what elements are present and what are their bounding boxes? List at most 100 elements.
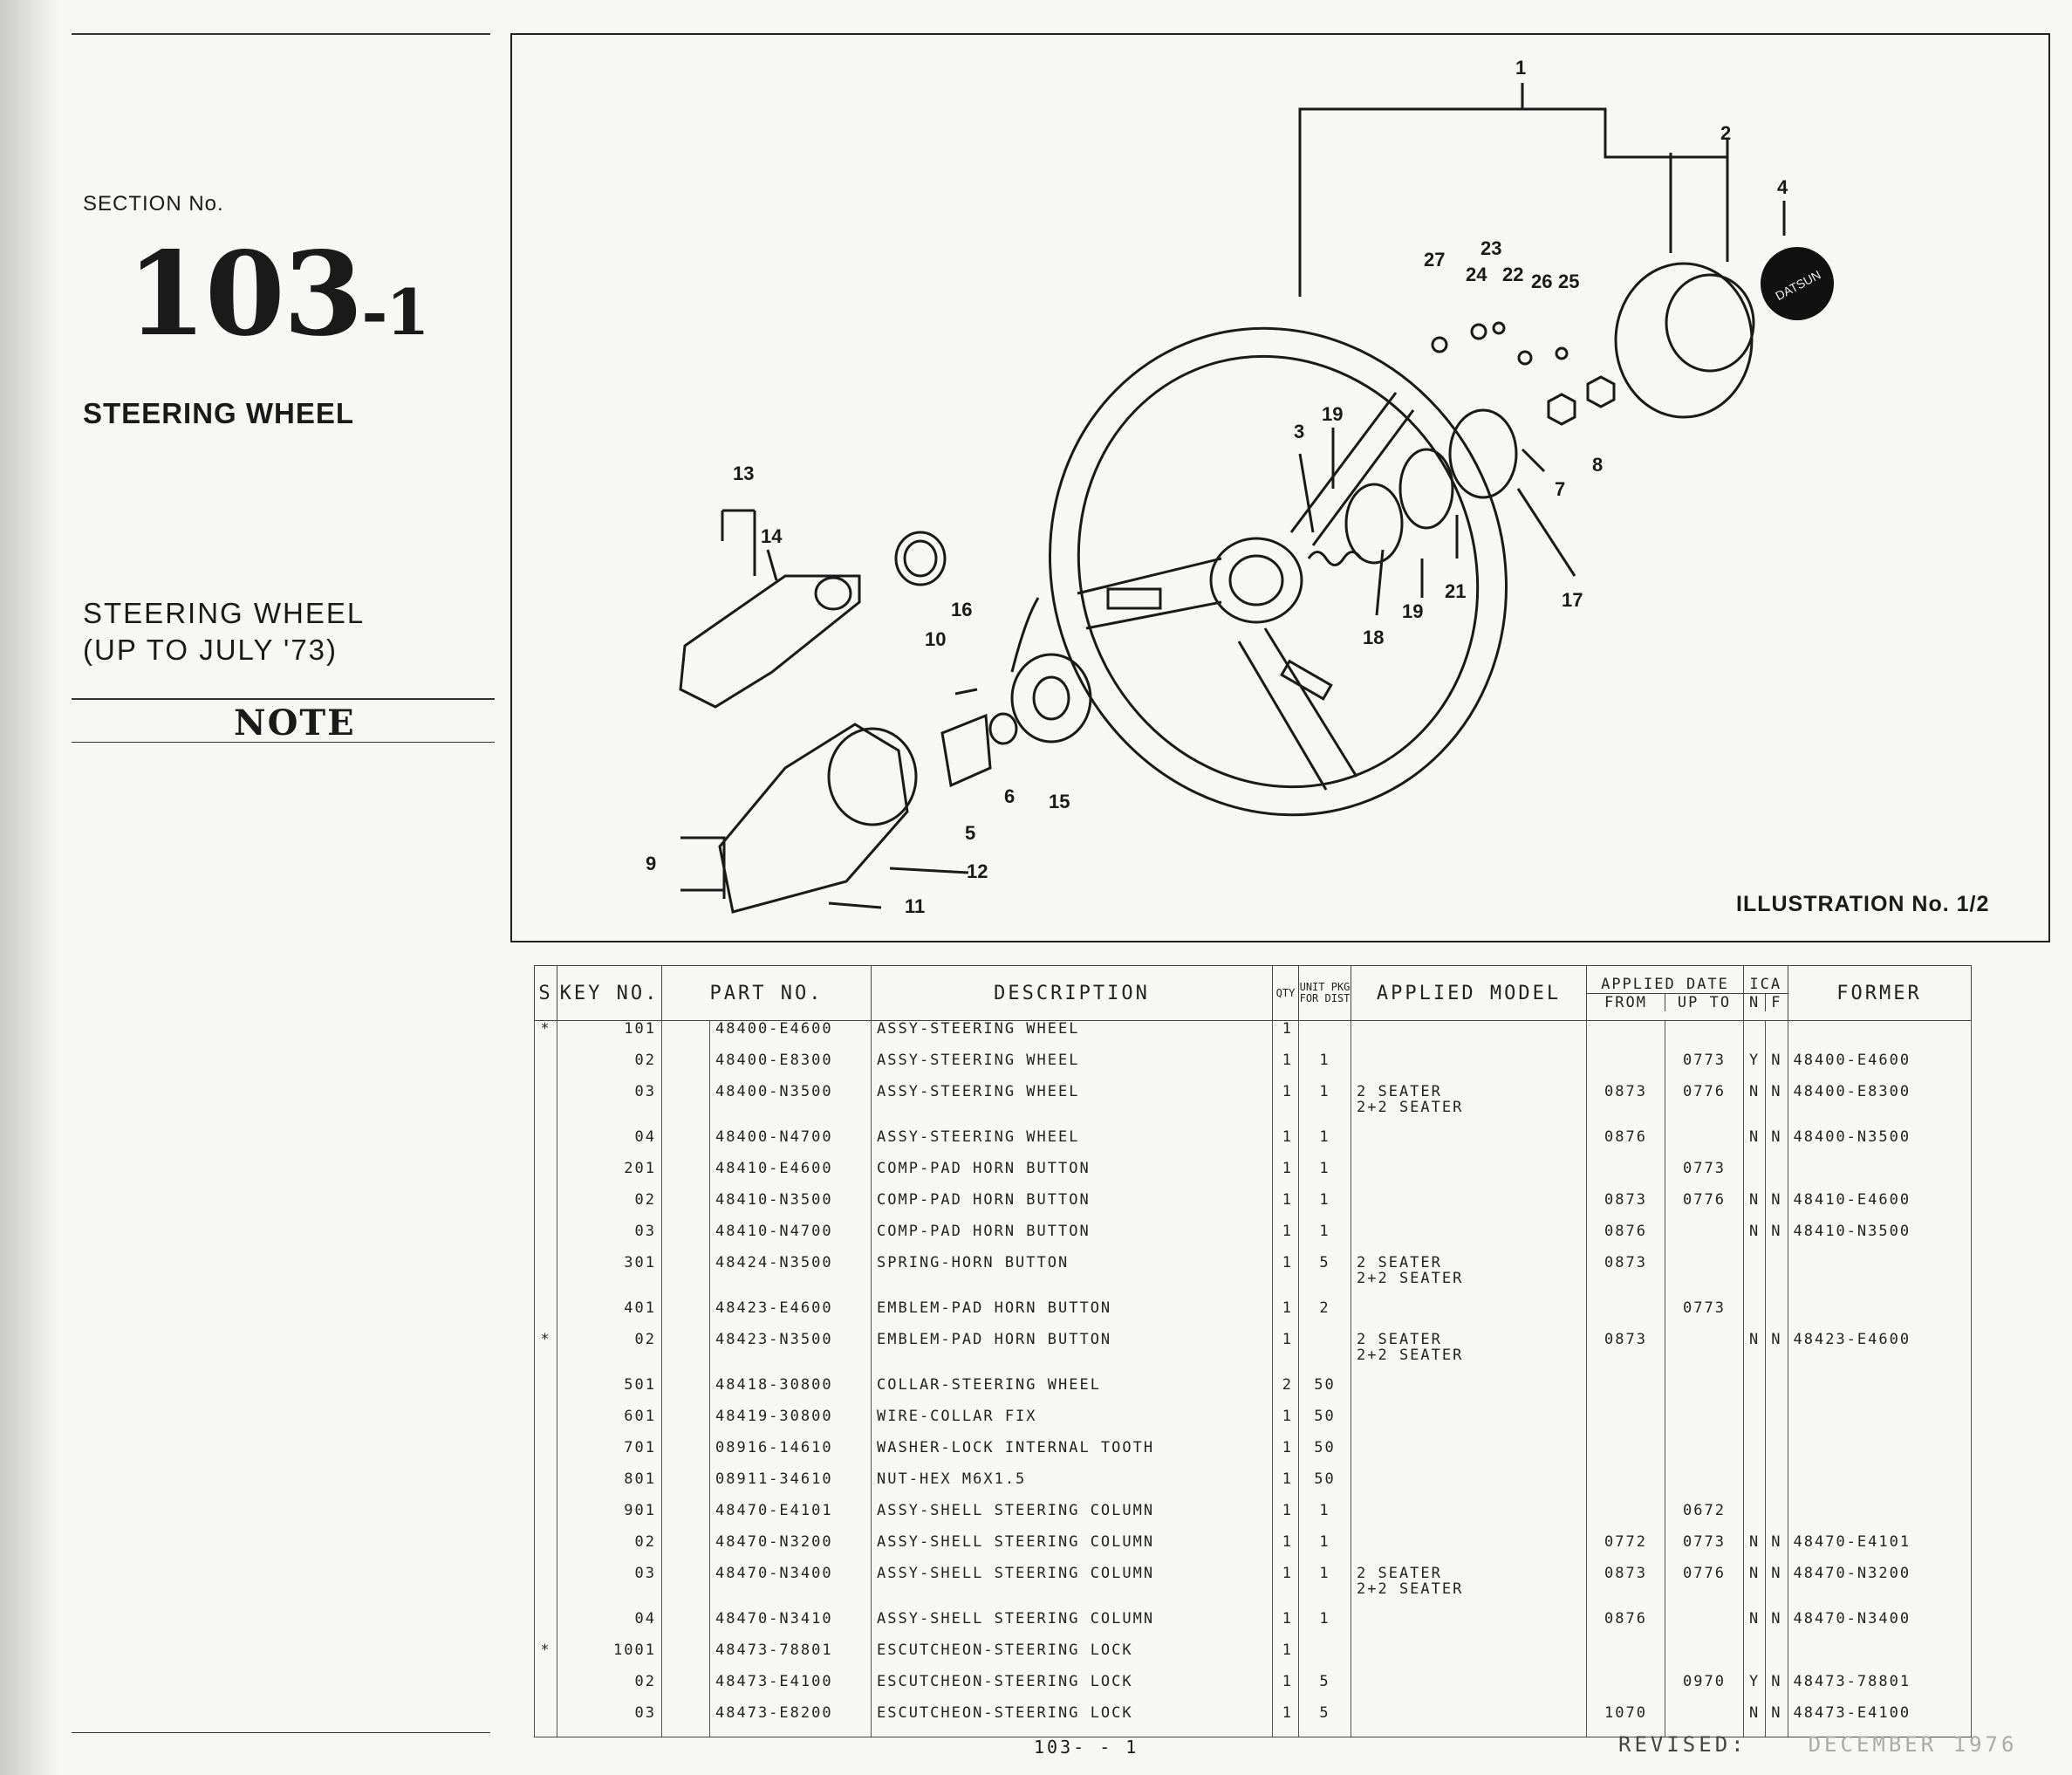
- row-description: WIRE-COLLAR FIX: [871, 1408, 1273, 1440]
- row-s: [534, 1052, 557, 1084]
- row-indent: [661, 1642, 710, 1674]
- section-number: 103-1: [127, 227, 430, 362]
- callout-11: 11: [905, 895, 925, 917]
- row-unit-pkg: [1298, 1332, 1351, 1377]
- row-s: [534, 1223, 557, 1255]
- row-part-no: 48473-78801: [709, 1642, 872, 1674]
- callout-16: 16: [951, 599, 972, 620]
- row-part-no: 48410-N3500: [709, 1192, 872, 1223]
- row-applied-model: [1351, 1503, 1587, 1534]
- row-ica-n: [1742, 1377, 1767, 1408]
- row-applied-model: [1351, 1534, 1587, 1566]
- callout-10: 10: [925, 628, 946, 650]
- row-unit-pkg: 50: [1298, 1377, 1351, 1408]
- section-subtitle: STEERING WHEEL (UP TO JULY '73): [83, 597, 366, 666]
- row-qty: 1: [1272, 1129, 1299, 1161]
- top-rule: [72, 33, 490, 35]
- row-part-no: 48410-E4600: [709, 1161, 872, 1192]
- row-indent: [661, 1440, 710, 1471]
- row-key-no: 03: [557, 1705, 662, 1737]
- row-s: [534, 1129, 557, 1161]
- row-date-up-to: [1665, 1471, 1744, 1503]
- row-unit-pkg: 50: [1298, 1471, 1351, 1503]
- callout-23: 23: [1480, 237, 1501, 259]
- parts-table-container: S KEY NO. PART NO. DESCRIPTION QTY UNIT …: [534, 965, 1972, 1737]
- row-s: [534, 1300, 557, 1332]
- callout-27: 27: [1424, 249, 1445, 271]
- row-indent: [661, 1534, 710, 1566]
- callout-5: 5: [965, 822, 975, 844]
- row-part-no: 48473-E4100: [709, 1674, 872, 1705]
- row-unit-pkg: 1: [1298, 1192, 1351, 1223]
- col-qty: QTY: [1272, 965, 1299, 1021]
- row-unit-pkg: 1: [1298, 1161, 1351, 1192]
- row-part-no: 48400-N4700: [709, 1129, 872, 1161]
- callout-24: 24: [1466, 264, 1487, 285]
- row-s: [534, 1255, 557, 1300]
- row-part-no: 48410-N4700: [709, 1223, 872, 1255]
- row-date-up-to: 0776: [1665, 1084, 1744, 1129]
- row-s: [534, 1611, 557, 1642]
- row-applied-model: [1351, 1705, 1587, 1737]
- row-applied-model: 2 SEATER 2+2 SEATER: [1351, 1332, 1587, 1377]
- row-ica-f: N: [1765, 1223, 1788, 1255]
- row-date-up-to: [1665, 1440, 1744, 1471]
- row-key-no: 04: [557, 1129, 662, 1161]
- row-former: [1787, 1020, 1972, 1052]
- row-qty: 1: [1272, 1674, 1299, 1705]
- row-part-no: 48400-N3500: [709, 1084, 872, 1129]
- row-applied-model: [1351, 1300, 1587, 1332]
- callout-15: 15: [1049, 791, 1070, 812]
- row-applied-model: [1351, 1674, 1587, 1705]
- row-former: 48470-N3200: [1787, 1566, 1972, 1611]
- row-date-from: 0873: [1586, 1192, 1665, 1223]
- row-ica-n: N: [1742, 1129, 1767, 1161]
- note-heading: NOTE: [234, 702, 356, 744]
- row-date-from: [1586, 1161, 1665, 1192]
- row-qty: 2: [1272, 1377, 1299, 1408]
- row-date-up-to: 0773: [1665, 1534, 1744, 1566]
- row-description: ASSY-SHELL STEERING COLUMN: [871, 1534, 1273, 1566]
- illustration-frame: [510, 33, 2050, 942]
- row-qty: 1: [1272, 1705, 1299, 1737]
- row-ica-f: N: [1765, 1705, 1788, 1737]
- row-date-up-to: [1665, 1255, 1744, 1300]
- row-s: [534, 1534, 557, 1566]
- row-indent: [661, 1161, 710, 1192]
- row-former: 48470-N3400: [1787, 1611, 1972, 1642]
- row-description: ESCUTCHEON-STEERING LOCK: [871, 1705, 1273, 1737]
- row-indent: [661, 1471, 710, 1503]
- row-indent: [661, 1674, 710, 1705]
- row-date-up-to: [1665, 1611, 1744, 1642]
- row-ica-f: N: [1765, 1332, 1788, 1377]
- row-ica-n: N: [1742, 1705, 1767, 1737]
- row-ica-n: N: [1742, 1084, 1767, 1129]
- row-date-from: [1586, 1300, 1665, 1332]
- row-key-no: 02: [557, 1534, 662, 1566]
- callout-17: 17: [1562, 589, 1583, 611]
- row-ica-n: Y: [1742, 1674, 1767, 1705]
- table-header-row: S KEY NO. PART NO. DESCRIPTION QTY UNIT …: [534, 965, 1972, 1021]
- callout-26: 26: [1531, 271, 1552, 292]
- row-indent: [661, 1192, 710, 1223]
- row-description: ASSY-STEERING WHEEL: [871, 1129, 1273, 1161]
- row-date-from: [1586, 1020, 1665, 1052]
- row-indent: [661, 1052, 710, 1084]
- row-applied-model: 2 SEATER 2+2 SEATER: [1351, 1084, 1587, 1129]
- row-former: [1787, 1255, 1972, 1300]
- col-date-from: FROM: [1587, 993, 1665, 1011]
- row-ica-f: N: [1765, 1129, 1788, 1161]
- row-indent: [661, 1705, 710, 1737]
- row-key-no: 1001: [557, 1642, 662, 1674]
- row-applied-model: [1351, 1642, 1587, 1674]
- row-qty: 1: [1272, 1255, 1299, 1300]
- row-date-from: 0873: [1586, 1255, 1665, 1300]
- row-part-no: 48423-E4600: [709, 1300, 872, 1332]
- row-date-from: [1586, 1471, 1665, 1503]
